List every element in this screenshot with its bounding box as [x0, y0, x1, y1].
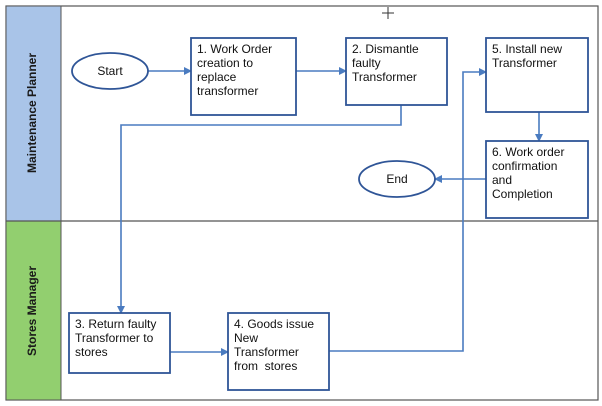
node-shape-n5	[485, 37, 589, 113]
node-start: Start	[71, 52, 149, 90]
node-shape-n6	[485, 140, 589, 219]
node-label-n2-line-2: Transformer	[352, 70, 417, 84]
node-label-n3-line-2: stores	[75, 345, 108, 359]
node-label-n1-line-2: replace	[197, 70, 237, 84]
lane-header-maintenance-planner	[5, 5, 62, 222]
node-shape-end	[358, 160, 436, 198]
node-shape-n1	[190, 37, 297, 116]
node-label-n5-line-0: 5. Install new	[492, 42, 562, 56]
edge-n4-to-n5	[329, 68, 487, 352]
edge-n2-to-n3	[117, 105, 402, 314]
node-shape-n3	[68, 312, 171, 374]
node-label-n1-line-0: 1. Work Order	[197, 42, 272, 56]
node-label-n6-line-0: 6. Work order	[492, 145, 564, 159]
node-label-start-line-0: Start	[97, 64, 123, 78]
node-label-n3-line-1: Transformer to	[75, 331, 154, 345]
node-label-n1-line-1: creation to	[197, 56, 253, 70]
lane-label-maintenance-planner: Maintenance Planner	[25, 53, 39, 173]
node-label-n2-line-1: faulty	[352, 56, 381, 70]
node-shape-start	[71, 52, 149, 90]
node-shape-n4	[227, 312, 330, 391]
node-label-n4-line-0: 4. Goods issue	[234, 317, 314, 331]
node-label-n1-line-3: transformer	[197, 84, 258, 98]
node-label-n6-line-3: Completion	[492, 187, 553, 201]
node-end: End	[358, 160, 436, 198]
node-label-n2-line-0: 2. Dismantle	[352, 42, 419, 56]
lane-label-stores-manager: Stores Manager	[25, 266, 39, 356]
node-shape-n2	[345, 37, 448, 106]
node-label-end-line-0: End	[386, 172, 407, 186]
node-label-n3-line-0: 3. Return faulty	[75, 317, 156, 331]
node-label-n4-line-2: Transformer	[234, 345, 299, 359]
node-label-n6-line-2: and	[492, 173, 512, 187]
crosshair-cursor-icon	[382, 7, 394, 19]
node-label-n5-line-1: Transformer	[492, 56, 557, 70]
node-label-n6-line-1: confirmation	[492, 159, 557, 173]
edges	[117, 67, 543, 356]
node-label-n4-line-1: New	[234, 331, 258, 345]
node-label-n4-line-3: from stores	[234, 359, 297, 373]
